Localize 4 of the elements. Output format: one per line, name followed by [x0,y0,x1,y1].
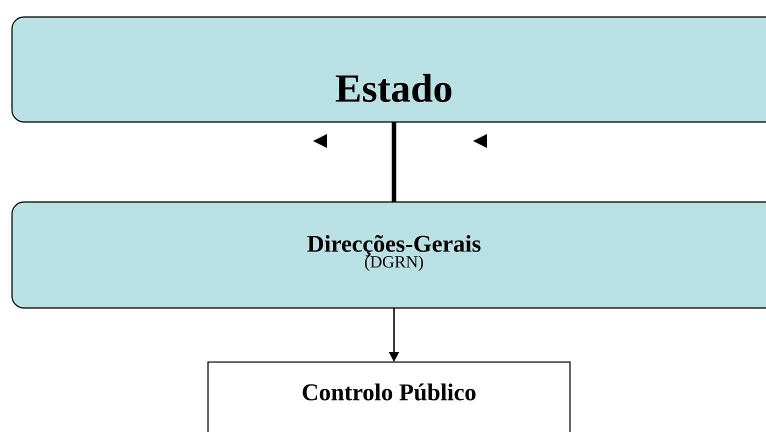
rounded-box: Estado [11,16,766,123]
rounded-box: Direcções-Gerais (DGRN) [11,201,766,309]
connector-line [392,122,396,202]
box: Controlo Público [207,361,571,432]
